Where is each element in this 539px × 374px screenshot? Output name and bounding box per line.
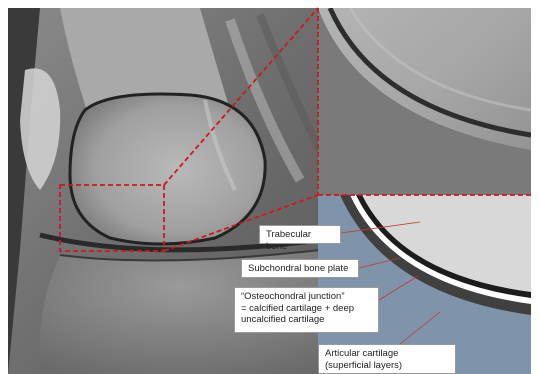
zoomed-mri-inset (318, 8, 531, 195)
label-osteochondral-junction: “Osteochondral junction” = calcified car… (234, 287, 379, 333)
label-articular-cartilage: Articular cartilage (superficial layers) (318, 344, 456, 374)
label-trabecular-bone: Trabecular bone (259, 225, 341, 244)
label-subchondral-bone-plate: Subchondral bone plate (241, 259, 359, 278)
